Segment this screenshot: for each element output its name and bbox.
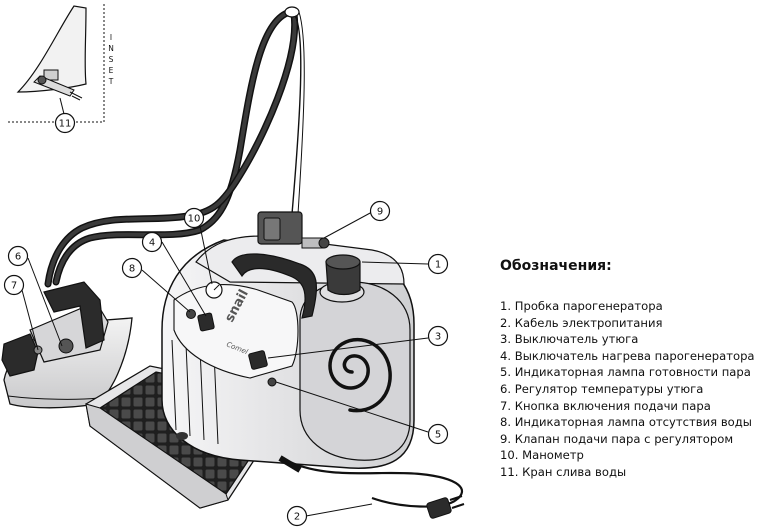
callout-7: 7 bbox=[3, 274, 25, 296]
callout-9: 9 bbox=[369, 200, 391, 222]
legend-item: 1. Пробка парогенератора bbox=[500, 299, 663, 313]
callout-3: 3 bbox=[427, 325, 449, 347]
callout-6-number: 6 bbox=[15, 252, 21, 263]
callouts bbox=[21, 211, 429, 517]
steam-valve-assembly bbox=[257, 211, 330, 249]
callout-6: 6 bbox=[7, 245, 29, 267]
pedal-side bbox=[85, 403, 229, 509]
inset-label-letter: N bbox=[108, 44, 114, 53]
callout-10-leader bbox=[199, 225, 213, 285]
legend-item: 8. Индикаторная лампа отсутствия воды bbox=[500, 415, 752, 430]
callout-7-leader bbox=[21, 289, 39, 351]
steam-generator: snail Comel bbox=[161, 211, 415, 469]
inset-label-letter: S bbox=[109, 55, 114, 64]
iron-switch bbox=[248, 350, 268, 370]
callout-4: 4 bbox=[141, 231, 163, 253]
generator-foot-left bbox=[176, 432, 188, 440]
callout-6-leader bbox=[27, 257, 63, 347]
callout-1: 1 bbox=[427, 253, 449, 275]
callout-5-leader bbox=[275, 381, 429, 433]
legend-item: 5. Индикаторная лампа готовности пара bbox=[500, 365, 751, 380]
pressure-gauge-needle bbox=[213, 284, 220, 291]
legend-item: 3. Выключатель утюга bbox=[500, 332, 639, 347]
iron bbox=[1, 281, 133, 409]
legend-item: 6. Регулятор температуры утюга bbox=[500, 381, 704, 396]
legend: Обозначения: 1. Пробка парогенератора 2.… bbox=[500, 258, 784, 481]
front-vents bbox=[171, 339, 219, 445]
callout-10-number: 10 bbox=[188, 214, 201, 225]
callout-1-leader bbox=[361, 261, 429, 265]
callout-7-number: 7 bbox=[11, 281, 17, 292]
boiler-cap bbox=[319, 254, 365, 303]
steam-ready-lamp bbox=[267, 377, 277, 387]
callout-4-leader bbox=[161, 241, 207, 317]
callout-2-leader bbox=[305, 503, 373, 517]
iron-front-grip bbox=[1, 333, 39, 377]
inset-label-letter: E bbox=[109, 66, 114, 75]
callout-3-number: 3 bbox=[435, 332, 441, 343]
inset-label-letter: T bbox=[108, 77, 114, 86]
power-plug bbox=[426, 497, 452, 519]
inset-label: I N S E T bbox=[108, 33, 114, 86]
callout-11-leader bbox=[59, 97, 65, 115]
legend-item: 10. Манометр bbox=[500, 448, 584, 463]
callout-4-number: 4 bbox=[149, 238, 155, 249]
callout-11-number: 11 bbox=[59, 119, 72, 130]
callout-5: 5 bbox=[427, 423, 449, 445]
legend-item: 7. Кнопка включения подачи пара bbox=[500, 398, 711, 413]
callout-9-leader bbox=[323, 211, 373, 239]
callout-8-number: 8 bbox=[129, 264, 135, 275]
legend-item: 11. Кран слива воды bbox=[500, 464, 627, 479]
carry-handle bbox=[231, 253, 318, 319]
legend-item: 9. Клапан подачи пара с регулятором bbox=[500, 431, 734, 446]
inset-border bbox=[8, 2, 105, 123]
iron-thermostat-knob bbox=[58, 338, 74, 354]
drain-valve-illustration bbox=[33, 69, 83, 101]
legend-item: 2. Кабель электропитания bbox=[500, 315, 663, 330]
legend-item: 4. Выключатель нагрева парогенератора bbox=[500, 348, 755, 363]
inset-label-letter: I bbox=[110, 33, 112, 42]
callout-3-leader bbox=[267, 337, 429, 359]
generator-side-panel bbox=[299, 281, 411, 461]
callout-11: 11 bbox=[54, 112, 76, 134]
callout-10: 10 bbox=[183, 207, 205, 229]
legend-list: 1. Пробка парогенератора 2. Кабель элект… bbox=[500, 298, 784, 481]
legend-title: Обозначения: bbox=[500, 258, 612, 274]
callout-8: 8 bbox=[121, 257, 143, 279]
callout-8-leader bbox=[141, 269, 191, 313]
no-water-lamp bbox=[186, 309, 196, 319]
inset-panel: 11 I N S E T bbox=[8, 2, 114, 134]
callout-5-number: 5 bbox=[435, 430, 441, 441]
iron-handle bbox=[43, 281, 105, 349]
callout-2: 2 bbox=[286, 505, 308, 527]
spiral-emblem bbox=[328, 337, 392, 413]
callout-1-number: 1 bbox=[435, 260, 441, 271]
callout-9-number: 9 bbox=[377, 207, 383, 218]
callout-2-number: 2 bbox=[294, 512, 300, 523]
power-cable bbox=[278, 455, 465, 519]
iron-base-edge bbox=[7, 395, 99, 400]
